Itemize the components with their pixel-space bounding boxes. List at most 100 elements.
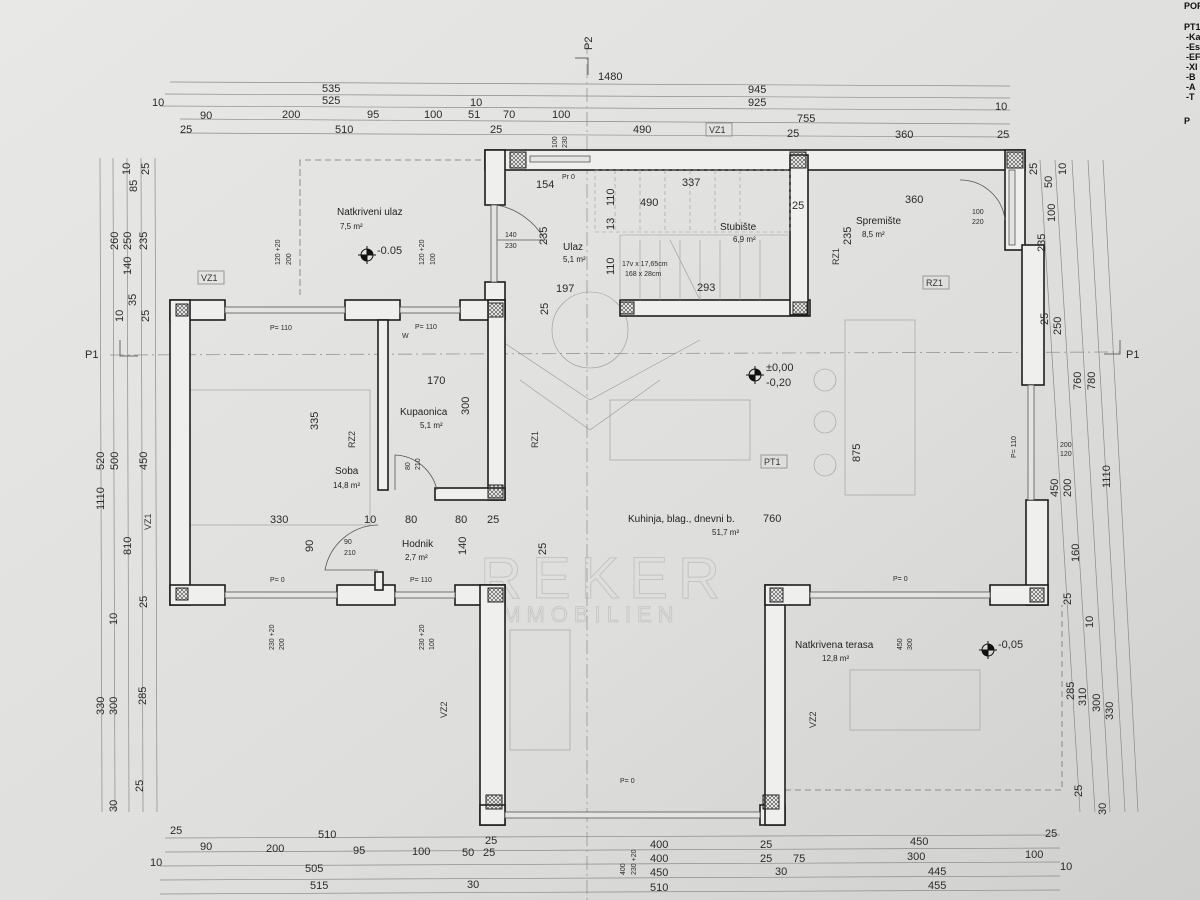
level-label: -0.05 [377, 245, 402, 257]
dimension-label: 200 [279, 638, 286, 650]
dimension-label: 285 [137, 687, 149, 705]
dimension-label: 235 [538, 227, 550, 245]
dimension-label: 230 [505, 243, 517, 250]
room-name: Natkrivena terasa [795, 640, 874, 651]
dimension-label: 760 [763, 513, 781, 525]
dimension-label: 25 [539, 303, 551, 315]
dimension-label: 197 [556, 283, 574, 295]
level-marker-icon [746, 366, 764, 384]
room-name: Kuhinja, blag., dnevni b. [628, 514, 735, 525]
title-block-line: PT1 [1184, 22, 1200, 32]
element-tag: RZ1 [926, 278, 943, 288]
element-tag: RZ2 [347, 431, 357, 448]
dimension-label: 25 [170, 825, 182, 837]
room-area: 5,1 m² [420, 421, 443, 430]
dimension-label: 400 [620, 863, 627, 875]
dimension-label: 10 [121, 163, 133, 175]
dimension-label: 154 [536, 179, 554, 191]
title-block-line: -XI [1186, 62, 1198, 72]
dimension-label: 400 [650, 839, 668, 851]
dimension-label: 80 [455, 514, 467, 526]
dimension-label: 450 [910, 836, 928, 848]
dimension-label: 293 [697, 282, 715, 294]
room-area: 14,8 m² [333, 481, 360, 490]
tag-box [705, 122, 733, 137]
dimension-label: 500 [109, 452, 121, 470]
columns [175, 151, 1045, 810]
dimension-label: 95 [353, 845, 365, 857]
dimension-label: 25 [760, 839, 772, 851]
sill-height: P= 110 [410, 577, 432, 584]
covered-entry-outline [299, 159, 485, 295]
dimension-label: 300 [907, 638, 914, 650]
dimension-label: 30 [467, 879, 479, 891]
element-tag: VZ1 [201, 273, 218, 283]
dimension-label: 337 [682, 177, 700, 189]
title-block-line: -B [1186, 72, 1196, 82]
room-name: Ulaz [563, 242, 583, 253]
dimension-label: 25 [787, 128, 799, 140]
dimension-label: 220 [972, 219, 984, 226]
element-tag: VZ2 [439, 701, 449, 718]
dimension-label: 330 [1104, 702, 1116, 720]
section-label: P1 [1126, 349, 1139, 361]
dimension-label: 160 [1070, 544, 1082, 562]
sill-height: Pr 0 [562, 174, 575, 181]
dimension-label: 25 [1062, 593, 1074, 605]
dimension-label: 30 [1097, 803, 1109, 815]
dimension-label: 25 [537, 543, 549, 555]
dimension-label: 490 [640, 197, 658, 209]
dimension-lines [99, 40, 1139, 900]
dimension-label: 100 [972, 209, 984, 216]
dimension-label: 230 +20 [269, 624, 276, 650]
dimension-label: 230 [562, 136, 569, 148]
room-area: 2,7 m² [405, 553, 428, 562]
dimension-label: 445 [928, 866, 946, 878]
dimension-label: 925 [748, 97, 766, 109]
section-label: P1 [85, 349, 98, 361]
dimension-label: 200 [266, 843, 284, 855]
dimension-label: 235 [138, 232, 150, 250]
stair-spec: 168 x 28cm [625, 271, 661, 278]
tag-box [922, 275, 950, 290]
dimension-label: 1110 [95, 487, 107, 510]
dimension-label: 100 [412, 846, 430, 858]
dimension-label: 100 [429, 638, 436, 650]
walls [169, 149, 1049, 826]
dimension-label: 230 +20 [419, 624, 426, 650]
dimension-label: 100 [1046, 204, 1058, 222]
dimension-label: 455 [928, 880, 946, 892]
dimension-label: 25 [487, 514, 499, 526]
title-block-line: -Es [1186, 42, 1200, 52]
dimension-label: 200 [1060, 442, 1072, 449]
dimension-label: 10 [470, 97, 482, 109]
dimension-label: 400 [650, 853, 668, 865]
room-area: 8,5 m² [862, 230, 885, 239]
dimension-label: 515 [310, 880, 328, 892]
dimension-label: 90 [200, 110, 212, 122]
element-tag: VZ1 [709, 125, 726, 135]
dimension-label: 360 [895, 129, 913, 141]
dimension-label: 25 [760, 853, 772, 865]
room-name: Spremište [856, 216, 901, 227]
windows [224, 155, 1035, 819]
dimension-label: 25 [1073, 785, 1085, 797]
dimension-label: 50 [462, 847, 474, 859]
room-name: Kupaonica [400, 407, 448, 418]
dimension-label: 140 [122, 257, 134, 275]
dimension-label: 235 [842, 227, 854, 245]
covered-terrace-outline [785, 605, 1063, 791]
section-label: P2 [583, 37, 595, 50]
sill-height: P= 0 [270, 577, 285, 584]
dimension-label: 70 [503, 109, 515, 121]
dimension-label: 945 [748, 84, 766, 96]
dimension-label: 250 [122, 232, 134, 250]
dimension-label: 120 +20 [275, 239, 282, 265]
title-block-line: -EF [1186, 52, 1200, 62]
section-marker-p1-right: P1 [1104, 340, 1139, 361]
dimension-label: 450 [650, 867, 668, 879]
dimension-label: 510 [335, 124, 353, 136]
section-marker-p1-left: P1 [85, 340, 138, 361]
dimension-label: 300 [108, 697, 120, 715]
